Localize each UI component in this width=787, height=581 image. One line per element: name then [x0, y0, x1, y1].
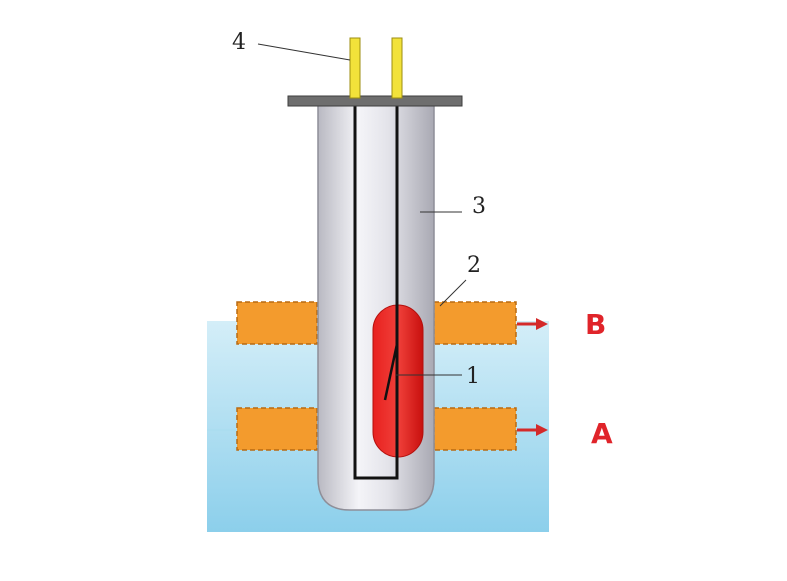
label-b: B — [585, 308, 606, 341]
left-terminal — [349, 37, 361, 99]
label-4: 4 — [232, 30, 246, 55]
heater-wire-segment — [383, 343, 399, 401]
right-terminal — [391, 37, 403, 99]
arrow-a — [517, 424, 548, 436]
leader-line-4 — [257, 43, 351, 61]
flange — [287, 95, 463, 107]
label-1: 1 — [466, 364, 480, 389]
upper-left-electrode — [236, 301, 318, 345]
label-3: 3 — [472, 194, 486, 219]
label-2: 2 — [467, 253, 481, 278]
lower-left-electrode — [236, 407, 318, 451]
wire-loop — [353, 96, 399, 480]
arrow-b — [517, 318, 548, 330]
upper-right-electrode — [433, 301, 517, 345]
lower-right-electrode — [433, 407, 517, 451]
leader-line-2 — [439, 279, 467, 307]
label-a: A — [591, 417, 613, 450]
